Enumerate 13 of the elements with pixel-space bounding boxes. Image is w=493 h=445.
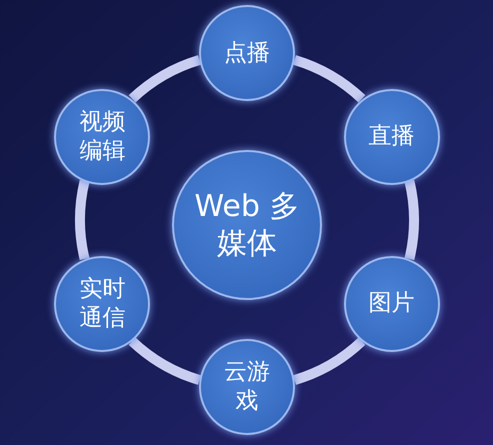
circle-label: 实时通信	[78, 274, 126, 332]
ring-connector	[128, 337, 202, 385]
circle-label: Web 多媒体	[194, 188, 300, 262]
circle-label: 云游戏	[223, 358, 271, 416]
ring-connector	[75, 180, 90, 260]
circle-label: 点播	[223, 38, 271, 68]
ring-connector	[128, 55, 202, 103]
circle-label: 视频编辑	[78, 108, 126, 166]
ring-connector	[292, 337, 366, 385]
circle-label: 直播	[368, 122, 416, 151]
ring-connector	[404, 180, 419, 260]
circle-label: 图片	[368, 289, 416, 318]
ring-connector	[292, 55, 366, 103]
